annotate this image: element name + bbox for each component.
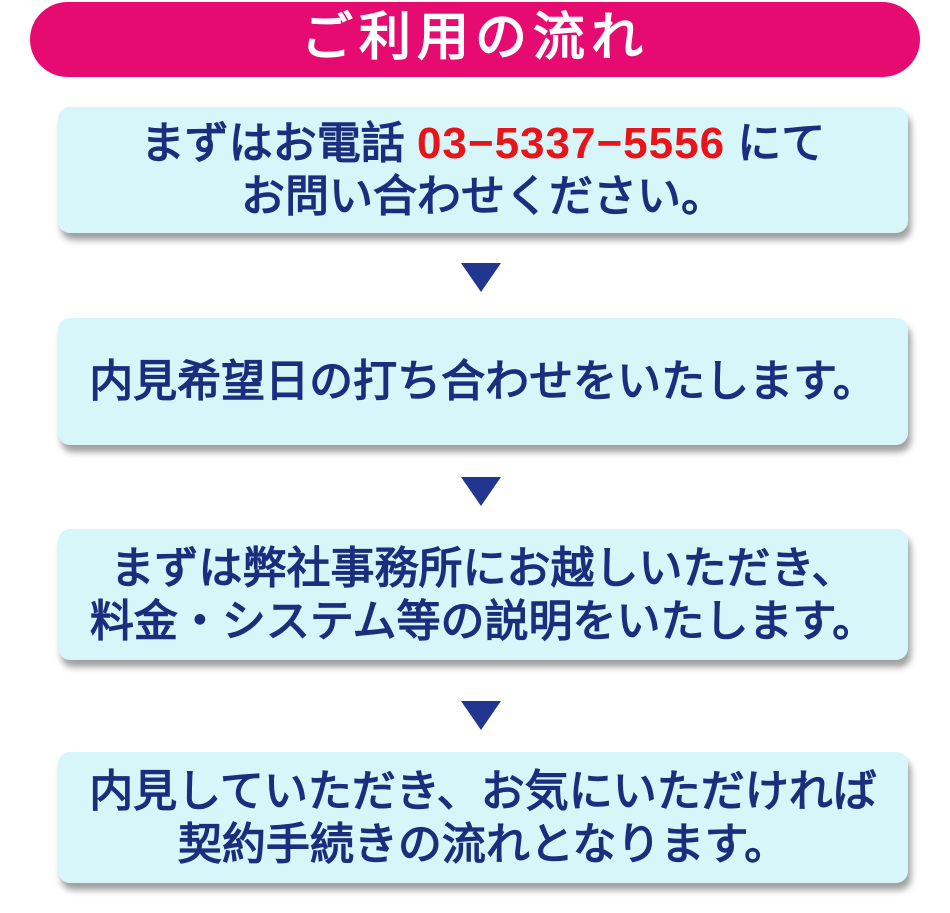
step-1-contact-box: まずはお電話 03−5337−5556 にて お問い合わせください。 xyxy=(58,107,908,233)
step-2-appointment-box: 内見希望日の打ち合わせをいたします。 xyxy=(58,318,908,445)
step-text-line: お問い合わせください。 xyxy=(241,172,725,221)
page-title: ご利用の流れ xyxy=(300,8,649,67)
down-arrow-icon xyxy=(461,263,501,292)
flow-header: ご利用の流れ xyxy=(30,2,920,77)
step-text-line: 内見希望日の打ち合わせをいたします。 xyxy=(89,357,877,406)
phone-number: 03−5337−5556 xyxy=(416,119,726,168)
step-text: にて xyxy=(725,119,826,168)
step-text-line: 料金・システム等の説明をいたします。 xyxy=(89,596,877,646)
down-arrow-icon xyxy=(461,477,501,506)
step-text-line: まずは弊社事務所にお越しいただき、 xyxy=(110,543,856,593)
step-4-contract-box: 内見していただき、お気にいただければ 契約手続きの流れとなります。 xyxy=(58,752,908,883)
down-arrow-icon xyxy=(461,701,501,730)
step-3-office-visit-box: まずは弊社事務所にお越しいただき、 料金・システム等の説明をいたします。 xyxy=(58,529,908,660)
step-text-line: 契約手続きの流れとなります。 xyxy=(177,819,789,869)
step-text: まずはお電話 xyxy=(140,119,417,168)
step-text-line: まずはお電話 03−5337−5556 にて xyxy=(141,117,826,170)
step-text-line: 内見していただき、お気にいただければ xyxy=(89,766,877,816)
